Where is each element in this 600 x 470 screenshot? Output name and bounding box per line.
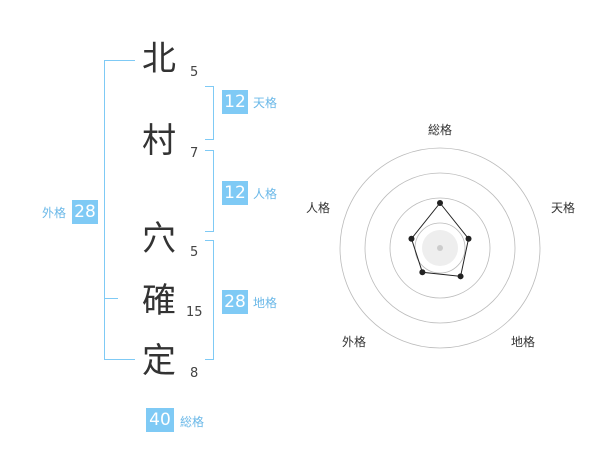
radar-ring <box>389 197 491 299</box>
radar-point-4 <box>419 269 426 276</box>
jinkaku-bracket <box>205 150 214 232</box>
chikaku-bracket <box>205 240 214 360</box>
name-char-5: 定 <box>142 341 176 381</box>
chikaku-value-badge: 28 <box>222 290 248 314</box>
stroke-count-1: 5 <box>190 65 199 80</box>
name-char-1: 北 <box>142 39 176 79</box>
gaikaku-label: 外格 <box>42 206 67 220</box>
stroke-count-5: 8 <box>190 366 199 381</box>
gaikaku-value-badge: 28 <box>72 200 98 224</box>
radar-ring <box>364 172 516 324</box>
jinkaku-label: 人格 <box>253 187 278 201</box>
soukaku-label: 総格 <box>180 415 205 429</box>
radar-label-jinkaku: 人格 <box>306 201 331 215</box>
radar-point-1 <box>437 200 443 206</box>
stroke-count-3: 5 <box>190 245 199 260</box>
name-char-2: 村 <box>142 121 176 161</box>
gaikaku-bracket-mid-tick <box>104 298 118 299</box>
stroke-count-2: 7 <box>190 146 199 161</box>
radar-label-gaikaku: 外格 <box>342 335 367 349</box>
tenkaku-label: 天格 <box>253 96 278 110</box>
radar-label-tenkaku: 天格 <box>551 201 576 215</box>
gaikaku-bracket <box>104 60 135 360</box>
name-char-3: 穴 <box>142 219 176 259</box>
tenkaku-value-badge: 12 <box>222 90 248 114</box>
radar-point-2 <box>465 235 472 242</box>
radar-point-5 <box>408 235 415 242</box>
radar-score-polygon <box>410 202 470 277</box>
jinkaku-value-badge: 12 <box>222 181 248 205</box>
radar-label-soukaku: 総格 <box>428 123 453 137</box>
chikaku-label: 地格 <box>253 296 278 310</box>
name-char-4: 確 <box>142 281 176 321</box>
radar-point-3 <box>457 273 464 280</box>
radar-center-dot <box>437 245 443 251</box>
stroke-count-4: 15 <box>186 305 203 320</box>
tenkaku-bracket <box>205 86 214 140</box>
radar-label-chikaku: 地格 <box>511 335 536 349</box>
soukaku-value-badge: 40 <box>146 408 174 432</box>
radar-ring <box>339 147 541 349</box>
